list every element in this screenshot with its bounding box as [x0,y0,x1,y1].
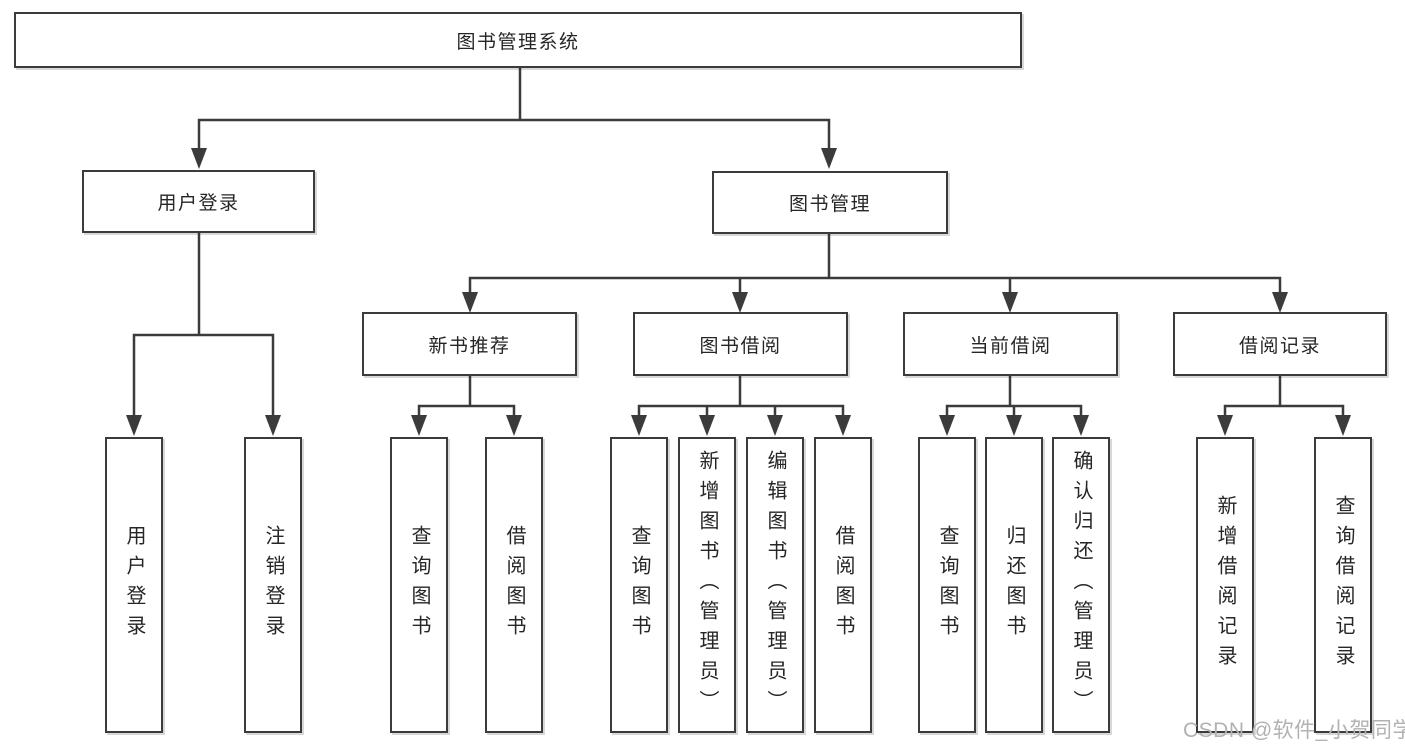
leaf-logout-label: 注销登录 [262,525,284,645]
node-user-login-label: 用户登录 [157,193,240,214]
leaf-borrow-edit-books-admin-label: 编辑图书（管理员） [764,450,786,720]
leaf-logout: 注销登录 [244,437,302,733]
leaf-borrow-add-books-admin: 新增图书（管理员） [678,437,736,733]
node-current-borrowing: 当前借阅 [903,312,1118,376]
leaf-user-login-label: 用户登录 [123,525,145,645]
leaf-user-login: 用户登录 [105,437,163,733]
node-library-management-system-label: 图书管理系统 [456,31,580,53]
node-borrowing-records: 借阅记录 [1173,312,1387,376]
node-book-borrowing: 图书借阅 [633,312,848,376]
leaf-records-query-record: 查询借阅记录 [1314,437,1372,733]
leaf-current-query-books-label: 查询图书 [936,525,958,645]
csdn-watermark: CSDN @软件_小贺同学 [1183,719,1405,742]
node-book-management-label: 图书管理 [788,194,871,215]
leaf-rec-borrow-books-label: 借阅图书 [503,525,525,645]
leaf-rec-query-books-label: 查询图书 [408,525,430,645]
node-book-borrowing-label: 图书借阅 [699,335,782,357]
node-borrowing-records-label: 借阅记录 [1238,335,1321,357]
leaf-borrow-query-books-label: 查询图书 [628,525,650,645]
leaf-current-return-books-label: 归还图书 [1003,525,1025,645]
node-user-login: 用户登录 [82,170,315,233]
node-current-borrowing-label: 当前借阅 [969,335,1052,357]
leaf-current-confirm-return-admin-label: 确认归还（管理员） [1070,450,1092,720]
leaf-current-query-books: 查询图书 [918,437,976,733]
leaf-records-add-record-label: 新增借阅记录 [1214,495,1236,675]
leaf-borrow-query-books: 查询图书 [610,437,668,733]
leaf-current-confirm-return-admin: 确认归还（管理员） [1052,437,1110,733]
node-library-management-system: 图书管理系统 [14,12,1022,68]
leaf-borrow-add-books-admin-label: 新增图书（管理员） [696,450,718,720]
leaf-borrow-borrow-books-label: 借阅图书 [832,525,854,645]
leaf-current-return-books: 归还图书 [985,437,1043,733]
leaf-borrow-edit-books-admin: 编辑图书（管理员） [746,437,804,733]
leaf-rec-query-books: 查询图书 [390,437,448,733]
node-new-book-recommendation-label: 新书推荐 [428,335,511,357]
node-book-management: 图书管理 [712,171,948,234]
node-new-book-recommendation: 新书推荐 [362,312,577,376]
leaf-records-add-record: 新增借阅记录 [1196,437,1254,733]
leaf-rec-borrow-books: 借阅图书 [485,437,543,733]
leaf-borrow-borrow-books: 借阅图书 [814,437,872,733]
leaf-records-query-record-label: 查询借阅记录 [1332,495,1354,675]
